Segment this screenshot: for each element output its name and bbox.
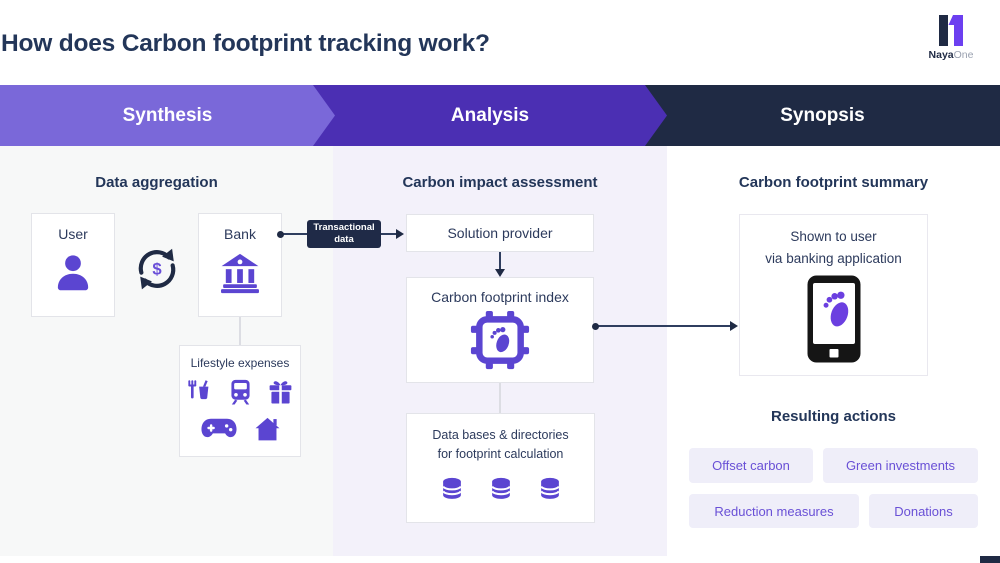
lifestyle-expenses-box: Lifestyle expenses bbox=[179, 345, 301, 457]
house-icon bbox=[255, 417, 279, 441]
gamepad-icon bbox=[200, 418, 237, 438]
arrowhead-down-icon bbox=[495, 269, 505, 277]
dollar-symbol: $ bbox=[152, 260, 162, 279]
action-reduction-measures: Reduction measures bbox=[689, 494, 859, 528]
connector-dot bbox=[592, 322, 599, 330]
carbon-footprint-index-label: Carbon footprint index bbox=[431, 289, 569, 305]
person-icon bbox=[57, 255, 89, 291]
database-icon bbox=[490, 477, 511, 499]
heading-data-aggregation: Data aggregation bbox=[95, 174, 218, 191]
arrowhead-right-icon bbox=[396, 229, 404, 239]
arrowhead-right-icon bbox=[730, 321, 738, 331]
user-label: User bbox=[58, 226, 88, 242]
action-offset-carbon: Offset carbon bbox=[689, 448, 813, 483]
connector-index-to-summary bbox=[596, 325, 732, 327]
carbon-footprint-index-box: Carbon footprint index bbox=[406, 277, 594, 383]
connector-bank-to-lifestyle bbox=[239, 317, 241, 345]
databases-label: Data bases & directories for footprint c… bbox=[432, 428, 569, 461]
food-drink-icon bbox=[187, 380, 208, 400]
stage-analysis-label: Analysis bbox=[450, 104, 530, 126]
nayaone-logo-text: NayaOne bbox=[928, 49, 974, 61]
nayaone-logo: NayaOne bbox=[916, 15, 986, 61]
action-donations: Donations bbox=[869, 494, 978, 528]
stage-analysis: Analysis bbox=[313, 85, 667, 146]
action-green-investments: Green investments bbox=[823, 448, 978, 483]
bank-icon bbox=[221, 253, 259, 294]
page-title: How does Carbon footprint tracking work? bbox=[1, 30, 490, 57]
connector-index-to-databases bbox=[499, 383, 501, 413]
corner-accent bbox=[980, 556, 1000, 563]
train-icon bbox=[230, 379, 250, 405]
solution-provider-box: Solution provider bbox=[406, 214, 594, 252]
shown-to-user-box: Shown to user via banking application bbox=[739, 214, 928, 376]
solution-provider-label: Solution provider bbox=[447, 225, 553, 241]
gift-icon bbox=[269, 381, 291, 404]
databases-box: Data bases & directories for footprint c… bbox=[406, 413, 595, 523]
chip-footprint-icon bbox=[470, 310, 530, 370]
bank-label: Bank bbox=[224, 226, 256, 242]
heading-carbon-impact-assessment: Carbon impact assessment bbox=[402, 174, 598, 191]
nayaone-logo-icon bbox=[939, 15, 963, 46]
heading-resulting-actions: Resulting actions bbox=[770, 408, 897, 425]
shown-to-user-label: Shown to user via banking application bbox=[765, 229, 902, 266]
lifestyle-expenses-label: Lifestyle expenses bbox=[190, 356, 290, 370]
stage-synthesis-label: Synthesis bbox=[122, 104, 213, 126]
heading-carbon-footprint-summary: Carbon footprint summary bbox=[738, 174, 929, 191]
bank-box: Bank bbox=[198, 213, 282, 317]
database-icon bbox=[441, 477, 462, 499]
user-box: User bbox=[31, 213, 115, 317]
smartphone-footprint-icon bbox=[807, 275, 860, 363]
connector-dot bbox=[277, 230, 284, 238]
transactional-data-tag: Transactional data bbox=[307, 220, 381, 248]
stage-synopsis-label: Synopsis bbox=[780, 104, 865, 126]
currency-exchange-icon: $ bbox=[138, 248, 176, 290]
database-icon bbox=[539, 477, 560, 499]
stage-synopsis: Synopsis bbox=[645, 85, 1000, 146]
connector-provider-to-index bbox=[499, 252, 501, 270]
stage-synthesis: Synthesis bbox=[0, 85, 335, 146]
